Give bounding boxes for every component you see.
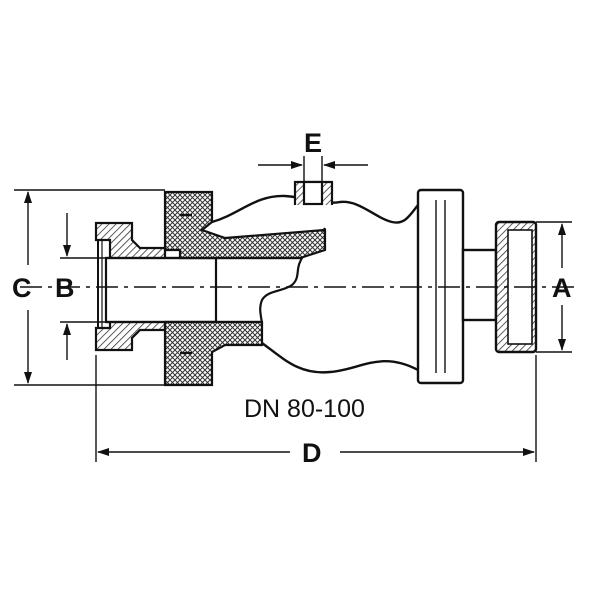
top-port bbox=[293, 180, 334, 206]
label-e: E bbox=[304, 128, 322, 158]
dimension-c bbox=[14, 189, 165, 386]
dimension-d bbox=[95, 355, 537, 462]
dimension-e bbox=[258, 156, 368, 182]
label-b: B bbox=[55, 273, 75, 303]
dimension-b bbox=[60, 213, 106, 360]
label-a: A bbox=[552, 273, 572, 303]
left-flange bbox=[163, 190, 327, 387]
label-c: C bbox=[12, 273, 32, 303]
label-d: D bbox=[302, 438, 322, 468]
caption-dn: DN 80-100 bbox=[244, 395, 365, 423]
dimension-a bbox=[536, 221, 572, 353]
